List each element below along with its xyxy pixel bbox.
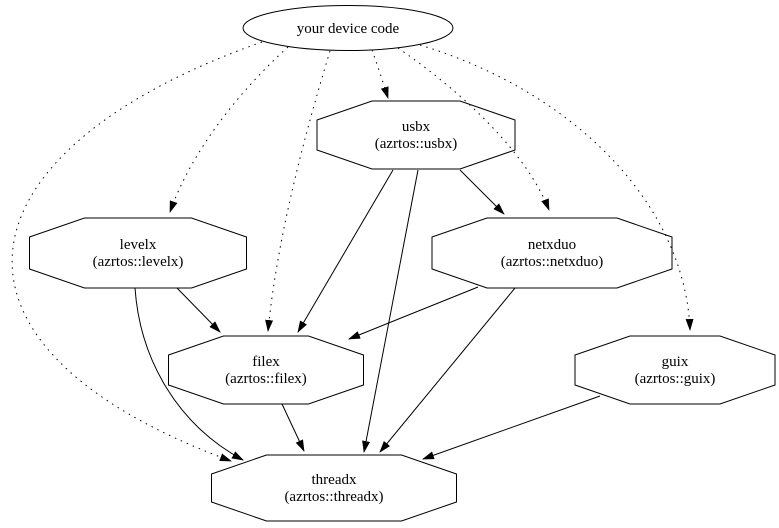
octagon-node-shape [29, 217, 247, 289]
node-label: (azrtos::threadx) [284, 489, 383, 505]
node-guix: guix(azrtos::guix) [574, 335, 776, 405]
ellipse-node-shape [242, 5, 454, 51]
node-label: guix [662, 354, 689, 370]
node-label: (azrtos::netxduo) [501, 254, 603, 270]
nodes-layer: your device codeusbx(azrtos::usbx)levelx… [29, 5, 776, 522]
edge-guix-to-threadx [422, 395, 601, 460]
edges-layer [11, 41, 694, 462]
node-netxduo: netxduo(azrtos::netxduo) [431, 217, 673, 289]
node-device: your device code [242, 5, 454, 51]
octagon-node-shape [316, 100, 516, 170]
node-label: (azrtos::usbx) [375, 136, 457, 152]
edge-usbx-to-threadx [362, 169, 419, 453]
node-label: (azrtos::filex) [225, 371, 307, 387]
edge-device-to-threadx [11, 41, 263, 462]
node-label: filex [252, 354, 280, 370]
edge-levelx-to-filex [176, 287, 221, 333]
edge-filex-to-threadx [281, 403, 305, 452]
node-threadx: threadx(azrtos::threadx) [211, 454, 457, 522]
edge-device-to-usbx [371, 49, 389, 99]
edge-levelx-to-threadx [134, 287, 244, 461]
octagon-node-shape [168, 335, 364, 405]
edge-usbx-to-filex [297, 169, 394, 333]
node-label: levelx [120, 237, 157, 253]
edge-device-to-filex [265, 50, 331, 332]
edge-device-to-levelx [169, 46, 289, 213]
octagon-node-shape [574, 335, 776, 405]
octagon-node-shape [211, 454, 457, 522]
node-label: netxduo [528, 237, 576, 253]
edge-usbx-to-netxduo [459, 169, 505, 215]
node-usbx: usbx(azrtos::usbx) [316, 100, 516, 170]
node-filex: filex(azrtos::filex) [168, 335, 364, 405]
edge-device-to-netxduo [397, 47, 550, 211]
node-levelx: levelx(azrtos::levelx) [29, 217, 247, 289]
node-label: usbx [402, 119, 431, 135]
node-label: threadx [312, 472, 357, 488]
node-label: (azrtos::levelx) [93, 254, 184, 270]
node-label: your device code [297, 21, 400, 37]
node-label: (azrtos::guix) [635, 371, 716, 387]
octagon-node-shape [431, 217, 673, 289]
edge-netxduo-to-threadx [379, 287, 516, 453]
edge-netxduo-to-filex [348, 286, 479, 340]
